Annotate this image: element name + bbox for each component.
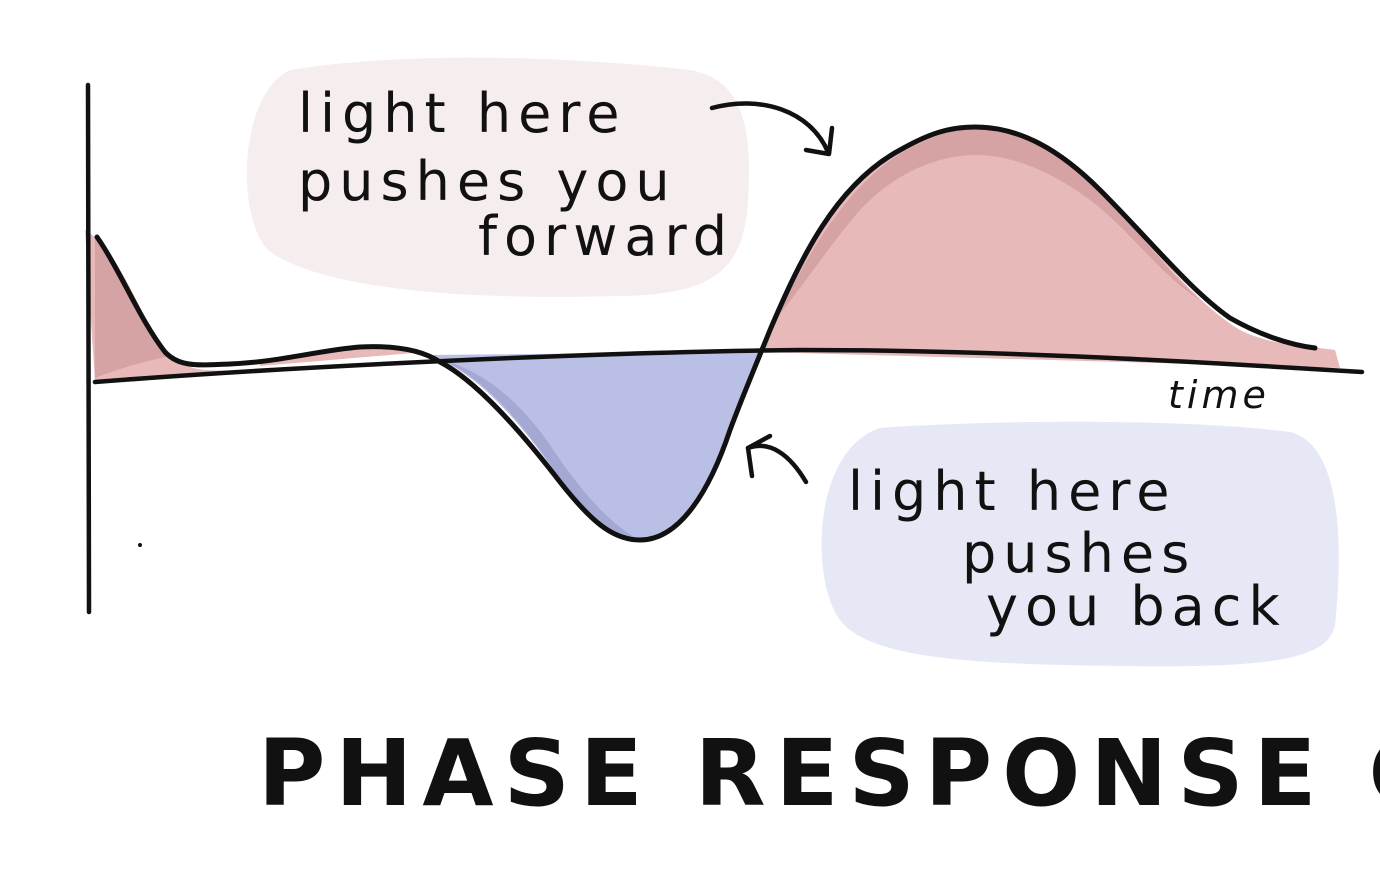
- advance-region-main: [760, 127, 1340, 368]
- diagram-title: PHASE RESPONSE CURVE: [258, 720, 1380, 827]
- back-annotation-line-2: pushes: [962, 522, 1196, 585]
- back-arrow-shaft: [745, 443, 809, 485]
- advance-region-main-shade: [775, 128, 1200, 320]
- forward-arrow-shaft: [709, 101, 831, 155]
- back-annotation-line-3: you back: [986, 575, 1287, 638]
- back-arrow-head: [745, 433, 773, 479]
- forward-annotation: light here pushes you forward: [298, 82, 734, 268]
- advance-region-left-shade: [95, 238, 170, 378]
- stray-ink-dot: [138, 543, 142, 547]
- forward-annotation-line-2: pushes you: [298, 150, 677, 213]
- y-axis-line: [85, 82, 92, 615]
- x-axis-line: [92, 347, 1365, 385]
- forward-arrow-head: [803, 125, 835, 157]
- advance-region-small-bump: [260, 346, 425, 366]
- forward-note-bubble: [246, 57, 749, 297]
- back-annotation: light here pushes you back: [848, 460, 1287, 638]
- phase-response-curve-line: [94, 124, 1318, 543]
- forward-annotation-line-1: light here: [298, 82, 627, 145]
- back-annotation-line-1: light here: [848, 460, 1177, 523]
- back-note-bubble: [821, 421, 1339, 667]
- x-axis-label: time: [1168, 373, 1270, 417]
- forward-annotation-line-3: forward: [478, 205, 734, 268]
